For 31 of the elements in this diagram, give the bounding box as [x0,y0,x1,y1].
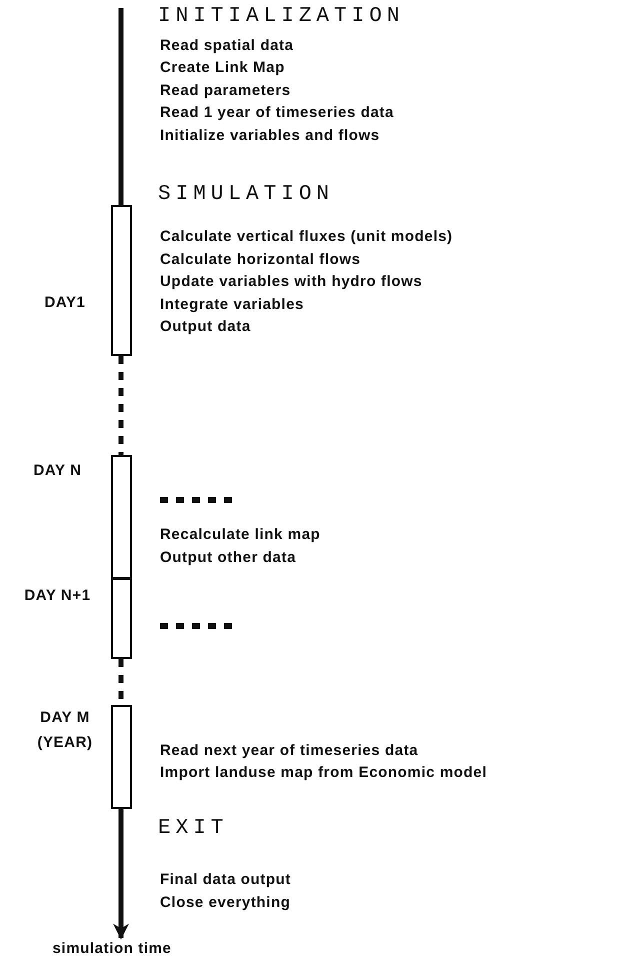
step-text: Output other data [160,549,296,566]
section-heading: INITIALIZATION [158,5,404,28]
step-text: Close everything [160,894,290,911]
time-bar [110,205,132,356]
day-label: DAY M (YEAR) [36,708,94,753]
time-bar [110,578,132,659]
section-heading: EXIT [158,817,228,840]
step-text: Calculate horizontal flows [160,251,361,268]
step-text: Final data output [160,871,292,888]
step-text: Create Link Map [160,59,285,76]
dotted-line [118,356,124,455]
step-text: Recalculate link map [160,526,320,543]
time-bar [110,455,132,579]
day-label: DAY N [32,461,83,481]
step-text: Integrate variables [160,296,304,313]
time-arrow [113,809,129,940]
step-text: Output data [160,318,251,335]
day-label: DAY N+1 [23,586,92,606]
step-text: Initialize variables and flows [160,127,380,144]
axis-label: simulation time [12,940,212,957]
step-text: Read spatial data [160,37,294,54]
step-text: Import landuse map from Economic model [160,764,488,781]
step-text: Read parameters [160,82,291,99]
step-text: Read next year of timeseries data [160,742,418,759]
section-heading: SIMULATION [158,183,334,206]
step-text: Read 1 year of timeseries data [160,104,394,121]
step-text: Update variables with hydro flows [160,273,422,290]
timeline [118,8,124,205]
time-bar [110,705,132,809]
step-text: Calculate vertical fluxes (unit models) [160,228,453,245]
day-label: DAY1 [43,293,87,313]
